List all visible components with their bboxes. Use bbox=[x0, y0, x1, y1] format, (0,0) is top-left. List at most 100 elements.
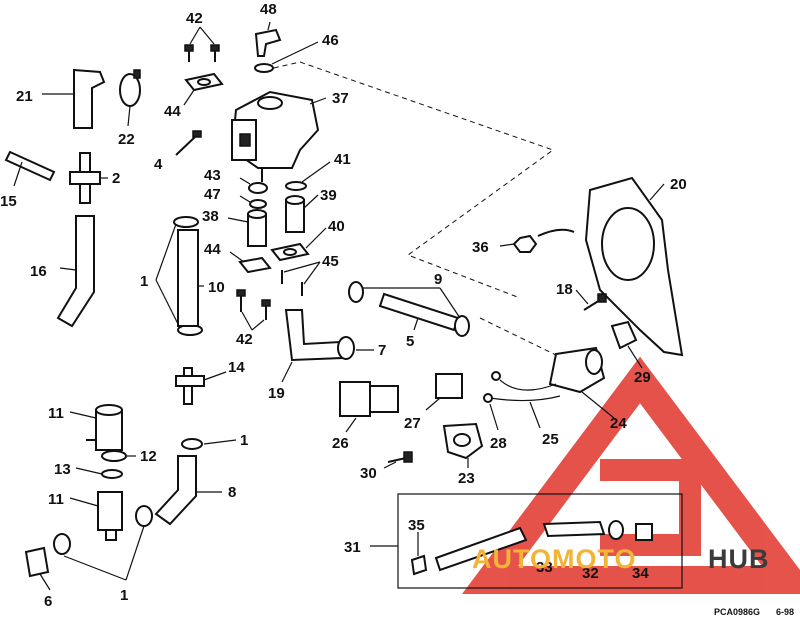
callout-22: 22 bbox=[118, 131, 135, 148]
callout-5: 5 bbox=[406, 333, 414, 350]
elbow-fitting-48 bbox=[254, 21, 282, 57]
callout-38: 38 bbox=[202, 208, 219, 225]
callout-1a: 1 bbox=[140, 273, 148, 290]
callout-33: 33 bbox=[536, 559, 553, 576]
hose-15 bbox=[4, 150, 56, 187]
screw-4 bbox=[175, 130, 202, 156]
callout-36: 36 bbox=[472, 239, 489, 256]
gasket-23 bbox=[442, 422, 484, 468]
clamp-7 bbox=[337, 336, 374, 360]
figure-date: 6-98 bbox=[776, 607, 794, 617]
callout-44b: 44 bbox=[204, 241, 221, 258]
watermark-text-hub: HUB bbox=[708, 544, 770, 574]
hose-8 bbox=[154, 455, 222, 526]
nut-36 bbox=[499, 228, 575, 253]
screw-18 bbox=[575, 289, 607, 311]
callout-13: 13 bbox=[54, 461, 71, 478]
callout-47: 47 bbox=[204, 186, 221, 203]
clamp-1-middle bbox=[181, 438, 237, 450]
callout-18: 18 bbox=[556, 281, 573, 298]
callout-24: 24 bbox=[610, 415, 627, 432]
callout-4: 4 bbox=[154, 156, 163, 173]
callout-27: 27 bbox=[404, 415, 421, 432]
callout-42b: 42 bbox=[236, 331, 253, 348]
callout-40: 40 bbox=[328, 218, 345, 235]
hose-19 bbox=[281, 309, 344, 383]
callout-29: 29 bbox=[634, 369, 651, 386]
callout-6: 6 bbox=[44, 593, 52, 610]
gasket-40 bbox=[270, 227, 327, 262]
assembly-dashed-lines bbox=[264, 61, 557, 356]
callout-46: 46 bbox=[322, 32, 339, 49]
callout-14: 14 bbox=[228, 359, 245, 376]
callout-28: 28 bbox=[490, 435, 507, 452]
screw-30 bbox=[383, 451, 413, 469]
callout-9: 9 bbox=[434, 271, 442, 288]
callout-34: 34 bbox=[632, 565, 649, 582]
callout-48: 48 bbox=[260, 1, 277, 18]
callout-21: 21 bbox=[16, 88, 33, 105]
figure-code: PCA0986G bbox=[714, 607, 760, 617]
bolt-42-top bbox=[184, 26, 220, 62]
hose-5 bbox=[378, 292, 460, 332]
callout-39: 39 bbox=[320, 187, 337, 204]
wiring-25 bbox=[489, 371, 561, 429]
callout-labels: 42 48 46 21 22 44 37 4 2 15 43 41 47 39 … bbox=[0, 1, 687, 610]
callout-30: 30 bbox=[360, 465, 377, 482]
fitting-38 bbox=[227, 209, 267, 247]
gasket-20 bbox=[584, 176, 684, 357]
sleeve-6 bbox=[24, 546, 51, 591]
callout-31: 31 bbox=[344, 539, 361, 556]
callout-35: 35 bbox=[408, 517, 425, 534]
gasket-29 bbox=[610, 320, 643, 369]
o-ring-46 bbox=[254, 41, 319, 73]
callout-25: 25 bbox=[542, 431, 559, 448]
callout-11b: 11 bbox=[48, 491, 64, 508]
gasket-44-top bbox=[183, 72, 224, 106]
hose-10 bbox=[177, 229, 204, 327]
callout-23: 23 bbox=[458, 470, 475, 487]
t-connector-2 bbox=[69, 152, 108, 204]
callout-42a: 42 bbox=[186, 10, 203, 27]
watermark-text-automoto: AUTOMOTO bbox=[472, 544, 637, 574]
callout-8: 8 bbox=[228, 484, 236, 501]
callout-45: 45 bbox=[322, 253, 339, 270]
watermark-text: AUTOMOTO HUB bbox=[472, 544, 770, 574]
callout-15: 15 bbox=[0, 193, 17, 210]
filter-11-lower bbox=[69, 491, 123, 541]
callout-26: 26 bbox=[332, 435, 349, 452]
hose-16 bbox=[56, 215, 95, 328]
o-ring-13 bbox=[75, 467, 123, 479]
fuel-pump-37 bbox=[230, 90, 327, 182]
filter-11-upper bbox=[69, 404, 123, 451]
callout-1c: 1 bbox=[120, 587, 128, 604]
clamps-9 bbox=[348, 281, 470, 337]
o-ring-12 bbox=[101, 450, 136, 462]
connector-14 bbox=[175, 367, 227, 405]
callout-7: 7 bbox=[378, 342, 386, 359]
clamp-22 bbox=[119, 69, 141, 127]
washer-47 bbox=[239, 195, 267, 209]
callout-43: 43 bbox=[204, 167, 221, 184]
watermark-logo bbox=[462, 356, 800, 594]
screws-42-lower bbox=[236, 289, 271, 331]
callout-44a: 44 bbox=[164, 103, 181, 120]
kit-box-31 bbox=[370, 493, 683, 589]
fitting-39 bbox=[285, 194, 319, 233]
connector-27 bbox=[425, 373, 463, 411]
callout-20: 20 bbox=[670, 176, 687, 193]
clamps-1-lower bbox=[53, 505, 153, 581]
washer-43 bbox=[239, 177, 268, 194]
gasket-44-lower bbox=[229, 251, 272, 274]
hose-21 bbox=[42, 68, 106, 129]
callout-10: 10 bbox=[208, 279, 225, 296]
callout-19: 19 bbox=[268, 385, 285, 402]
callout-1b: 1 bbox=[240, 432, 248, 449]
callout-2: 2 bbox=[112, 170, 120, 187]
fuel-pump-24 bbox=[548, 346, 615, 419]
connector-26 bbox=[339, 381, 399, 433]
screws-45 bbox=[281, 261, 321, 296]
callout-12: 12 bbox=[140, 448, 157, 465]
callout-41: 41 bbox=[334, 151, 351, 168]
